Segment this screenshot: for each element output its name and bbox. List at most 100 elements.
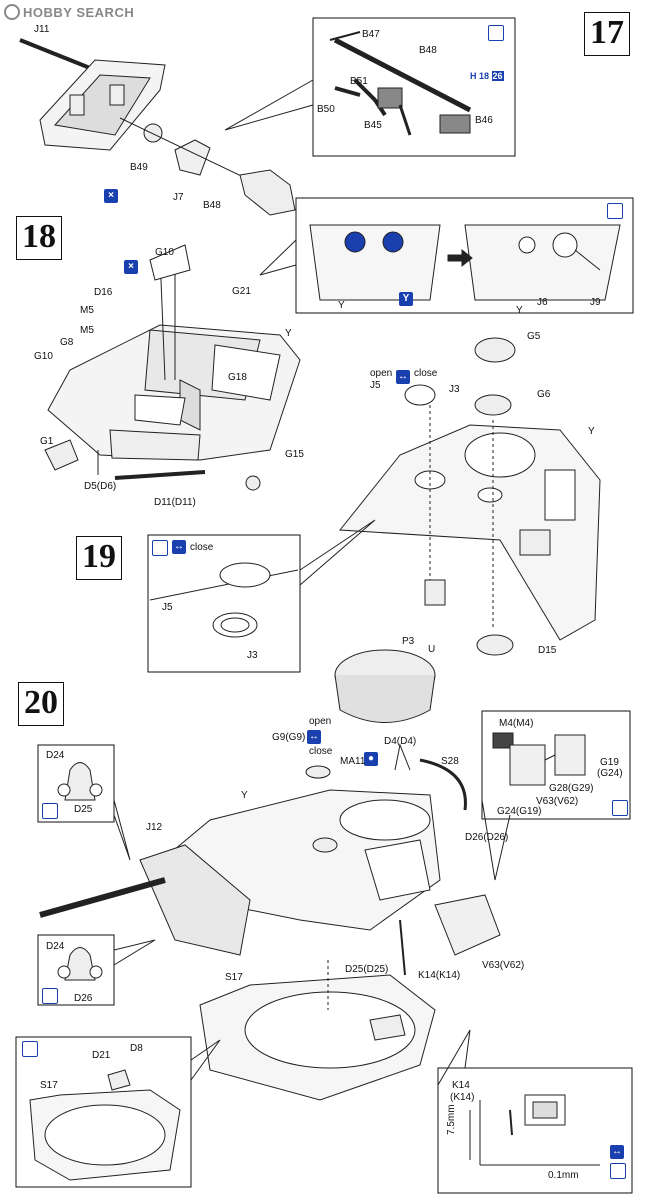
part-label: M5	[80, 325, 94, 336]
glue-icon	[22, 1041, 38, 1057]
part-label: J11	[34, 24, 50, 35]
open-close-choice-icon: ↔	[307, 730, 321, 744]
part-label: G18	[228, 372, 247, 383]
part-label: K14(K14)	[418, 970, 461, 981]
part-label: J3	[247, 650, 258, 661]
part-label: M4(M4)	[499, 718, 534, 729]
part-label: D8	[130, 1043, 143, 1054]
part-label: G28(G29)	[549, 783, 594, 794]
glue-icon	[152, 540, 168, 556]
close-label: close	[309, 746, 333, 757]
mg-inset-drawing	[329, 31, 472, 136]
open-label: open	[370, 368, 393, 379]
sprue-badge: H 18 26	[470, 71, 504, 81]
part-label: M5	[80, 305, 94, 316]
mantlet-drawing	[19, 38, 296, 216]
part-label: G10	[34, 351, 53, 362]
open-label: open	[309, 716, 332, 727]
part-label: J7	[173, 192, 184, 203]
glue-icon	[610, 1163, 626, 1179]
part-label: Y	[338, 300, 345, 311]
hatch-closed-inset-drawing	[149, 562, 299, 638]
part-label: G1	[40, 436, 54, 447]
hobby-search-logo-icon	[4, 4, 20, 20]
part-label: J6	[537, 297, 548, 308]
open-close-choice-icon: ↔	[610, 1145, 624, 1159]
watermark: HOBBY SEARCH	[4, 4, 134, 20]
part-label: G21	[232, 286, 251, 297]
part-label: D25(D25)	[345, 964, 389, 975]
step-17-number: 17	[584, 12, 630, 56]
part-label: D11(D11)	[154, 497, 196, 508]
do-not-glue-icon: ×	[104, 189, 118, 203]
dimension-label: 7.5mm	[446, 1104, 457, 1135]
glue-icon	[42, 988, 58, 1004]
handle-position-inset-drawing	[469, 1094, 600, 1166]
turret-roof-drawing	[339, 337, 601, 656]
part-label: D26(D26)	[465, 832, 509, 843]
part-label: J5	[370, 380, 381, 391]
small-parts-insets-drawing	[57, 762, 103, 981]
part-label: U	[428, 644, 436, 655]
turret-assembly-drawing	[39, 649, 501, 1101]
part-label: V63(V62)	[482, 960, 525, 971]
vision-block-inset-drawing	[492, 732, 586, 786]
part-label: B46	[475, 115, 493, 126]
part-label: Y	[241, 790, 248, 801]
part-label: V63(V62)	[536, 796, 579, 807]
part-label: Y	[588, 426, 595, 437]
part-label: G9(G9)	[272, 732, 306, 743]
part-label: G15	[285, 449, 304, 460]
part-label: B45	[364, 120, 382, 131]
part-label: J3	[449, 384, 460, 395]
part-label: J9	[590, 297, 601, 308]
part-label: K14	[452, 1080, 470, 1091]
part-label: D24	[46, 941, 65, 952]
open-close-choice-icon: ↔	[172, 540, 186, 554]
do-not-glue-icon: ×	[124, 260, 138, 274]
step-19-number: 19	[76, 536, 122, 580]
part-label: (K14)	[450, 1092, 475, 1103]
part-label: D25	[74, 804, 93, 815]
glue-icon	[607, 203, 623, 219]
part-label: D24	[46, 750, 65, 761]
drill-icon: Y	[399, 292, 413, 306]
part-label: (G24)	[597, 768, 623, 779]
part-label: MA11	[340, 756, 366, 767]
part-label: B49	[130, 162, 148, 173]
part-label: B50	[317, 104, 335, 115]
mantlet-inset-drawing	[309, 224, 621, 301]
part-label: G10	[155, 247, 174, 258]
close-label: close	[414, 368, 438, 379]
part-label: Y	[516, 305, 523, 316]
part-label: B47	[362, 29, 380, 40]
part-label: D4(D4)	[384, 736, 417, 747]
part-label: S17	[225, 972, 243, 983]
part-label: D16	[94, 287, 113, 298]
paint-drop-icon: ●	[364, 752, 378, 766]
part-label: S28	[441, 756, 459, 767]
turret-front-drawing	[44, 244, 301, 491]
open-close-choice-icon: ↔	[396, 370, 410, 384]
turret-ring-inset-drawing	[29, 1069, 181, 1181]
glue-icon	[612, 800, 628, 816]
close-label: close	[190, 542, 214, 553]
part-label: B51	[350, 76, 368, 87]
step-18-number: 18	[16, 216, 62, 260]
glue-icon	[42, 803, 58, 819]
part-label: D15	[538, 645, 557, 656]
part-label: B48	[203, 200, 221, 211]
dimension-label: 0.1mm	[548, 1170, 579, 1181]
part-label: G19	[600, 757, 619, 768]
part-label: D5(D6)	[84, 481, 117, 492]
part-label: D21	[92, 1050, 111, 1061]
part-label: S17	[40, 1080, 58, 1091]
part-label: G8	[60, 337, 74, 348]
part-label: B48	[419, 45, 437, 56]
part-label: P3	[402, 636, 415, 647]
part-label: G5	[527, 331, 541, 342]
part-label: J12	[146, 822, 163, 833]
part-label: Y	[285, 328, 292, 339]
part-label: D26	[74, 993, 93, 1004]
